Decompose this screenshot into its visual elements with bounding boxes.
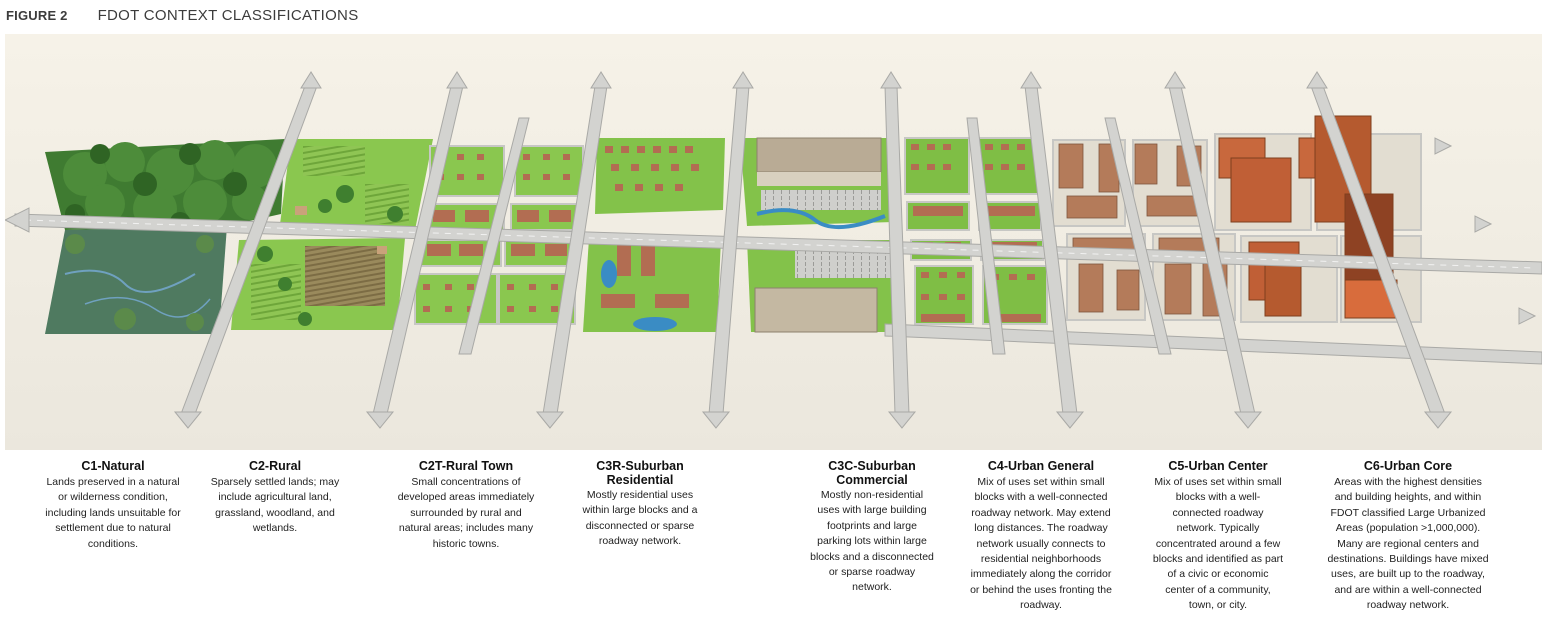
zone-description: Small concentrations of developed areas … xyxy=(397,476,535,550)
road-arrow xyxy=(5,207,30,233)
pond xyxy=(601,260,617,288)
secondary-road xyxy=(884,323,1542,365)
big-box-building xyxy=(754,287,878,333)
street-arrows xyxy=(173,71,1537,429)
zone-description: Mix of uses set within small blocks with… xyxy=(970,476,1112,612)
zone-description: Mostly non-residential uses with large b… xyxy=(810,489,934,594)
caption-c1: C1-Natural Lands preserved in a natural … xyxy=(42,459,184,552)
suburban-residential-zone xyxy=(583,138,725,332)
zone-title: C2-Rural xyxy=(248,459,302,473)
zone-description: Mostly residential uses within large blo… xyxy=(582,489,698,548)
figure-header: FIGURE 2 FDOT CONTEXT CLASSIFICATIONS xyxy=(6,7,359,27)
caption-c2t: C2T-Rural Town Small concentrations of d… xyxy=(393,459,539,552)
caption-c3r: C3R-Suburban Residential Mostly resident… xyxy=(575,459,705,550)
zone-title: C2T-Rural Town xyxy=(418,459,514,473)
caption-c6: C6-Urban Core Areas with the highest den… xyxy=(1326,459,1490,614)
pond xyxy=(633,317,677,331)
figure-title: FDOT CONTEXT CLASSIFICATIONS xyxy=(97,7,359,24)
urban-core-buildings xyxy=(1218,115,1398,319)
figure-number: FIGURE 2 xyxy=(6,8,68,23)
wetland-area xyxy=(45,226,227,334)
context-classification-illustration xyxy=(5,34,1542,450)
rural-town-zone xyxy=(414,145,584,325)
zone-title: C6-Urban Core xyxy=(1363,459,1453,473)
cross-streets xyxy=(180,85,1446,415)
caption-c5: C5-Urban Center Mix of uses set within s… xyxy=(1152,459,1284,614)
urban-core-zone xyxy=(1214,115,1422,323)
zone-description: Mix of uses set within small blocks with… xyxy=(1152,476,1284,612)
zone-description: Lands preserved in a natural or wilderne… xyxy=(45,476,181,550)
zone-title: C4-Urban General xyxy=(987,459,1095,473)
suburban-commercial-zone xyxy=(740,137,895,333)
zone-title: C3C-Suburban Commercial xyxy=(828,459,916,487)
rural-zone xyxy=(231,139,433,330)
zone-description: Sparsely settled lands; may include agri… xyxy=(210,476,340,535)
commercial-building xyxy=(756,137,882,173)
zone-title: C5-Urban Center xyxy=(1168,459,1268,473)
caption-c4: C4-Urban General Mix of uses set within … xyxy=(966,459,1116,614)
natural-zone xyxy=(45,139,285,334)
zone-description: Areas with the highest densities and bui… xyxy=(1327,476,1489,612)
zone-title: C1-Natural xyxy=(81,459,145,473)
caption-c2: C2-Rural Sparsely settled lands; may inc… xyxy=(206,459,344,537)
caption-c3c: C3C-Suburban Commercial Mostly non-resid… xyxy=(810,459,934,596)
zone-title: C3R-Suburban Residential xyxy=(596,459,684,487)
